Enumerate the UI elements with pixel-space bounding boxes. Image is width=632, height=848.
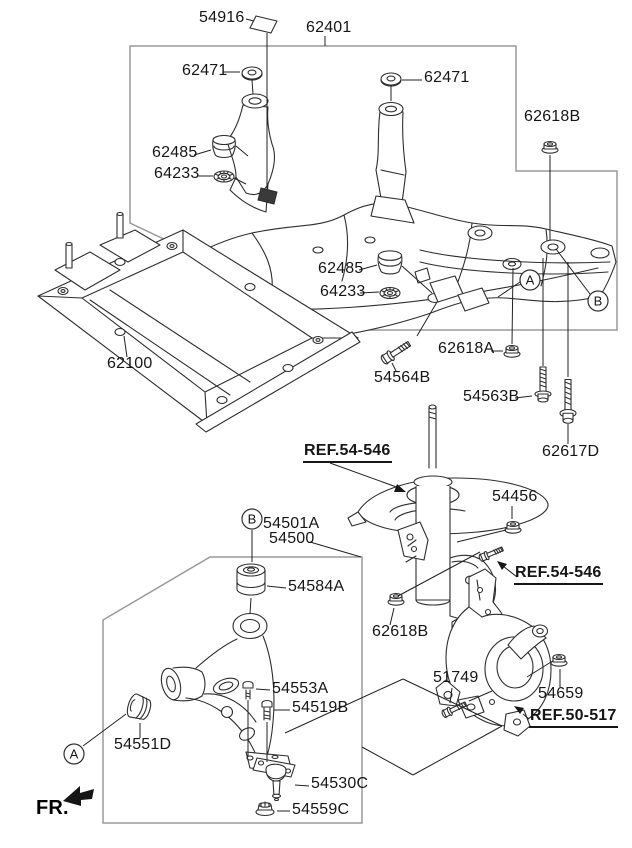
bolt-62617D: [559, 378, 577, 424]
bolt-54519B: [262, 701, 272, 721]
part-label-54659: 54659: [538, 685, 584, 702]
marker-b-top: [588, 291, 608, 311]
bolt-strut-pinch: [477, 544, 505, 563]
marker-b-top-letter: B: [594, 294, 603, 309]
nut-62618A: [503, 344, 521, 358]
part-label-62485-left: 62485: [152, 144, 198, 161]
bolt-54564B: [378, 338, 413, 367]
part-label-62485-mid: 62485: [318, 260, 364, 277]
marker-a-lower-letter: A: [70, 747, 79, 762]
part-label-54563B: 54563B: [463, 388, 520, 405]
part-label-62618A: 62618A: [438, 340, 495, 357]
part-label-54519B: 54519B: [292, 699, 349, 716]
hardware: [125, 16, 577, 723]
marker-b-lower-letter: B: [248, 512, 257, 527]
marker-b-lower: [242, 509, 262, 529]
part-label-54916: 54916: [199, 9, 245, 26]
lower-group-box: [103, 557, 362, 823]
ball-joint-drawing: [253, 756, 295, 816]
part-label-54551D: 54551D: [114, 736, 172, 753]
bushing-54551D: [125, 693, 153, 723]
nvh-pad-location: [258, 188, 277, 204]
part-label-62618B-bottom: 62618B: [372, 623, 429, 640]
washer-64233-left: [213, 170, 235, 183]
washer-62471-left: [241, 66, 263, 81]
part-label-64233-mid: 64233: [320, 283, 366, 300]
part-label-64233-left: 64233: [154, 165, 200, 182]
bushing-54584A: [237, 564, 265, 595]
strut-drawing: [348, 405, 548, 620]
part-label-51749: 51749: [433, 669, 479, 686]
ref-label-50-517: REF.50-517: [529, 707, 618, 728]
leader-lines: [83, 19, 590, 811]
washer-64233-mid: [379, 286, 401, 300]
marker-a-lower: [64, 744, 84, 764]
part-label-62471-right: 62471: [424, 69, 470, 86]
marker-a-top-letter: A: [526, 273, 535, 288]
part-label-62100: 62100: [107, 355, 153, 372]
ref-label-54-546-left: REF.54-546: [303, 442, 392, 463]
part-label-54559C: 54559C: [292, 801, 350, 818]
nut-54659: [550, 653, 568, 667]
ref-label-54-546-right: REF.54-546: [514, 564, 603, 585]
part-label-62401: 62401: [306, 19, 352, 36]
nut-62618B-top: [541, 140, 559, 154]
bolt-54553A: [243, 682, 253, 700]
castle-nut-54559C: [256, 802, 274, 816]
part-label-54530C: 54530C: [311, 775, 369, 792]
part-label-54584A: 54584A: [288, 578, 345, 595]
part-label-54500: 54500: [269, 530, 315, 547]
knuckle-drawing: [436, 569, 551, 736]
nut-54456: [504, 520, 522, 534]
marker-a-top: [520, 270, 540, 290]
part-label-62617D: 62617D: [542, 443, 600, 460]
nvh-pad-54916: [250, 16, 277, 33]
washer-62471-right: [380, 72, 402, 87]
subframe-drawing: [38, 213, 360, 433]
part-label-54564B: 54564B: [374, 369, 431, 386]
markers: A B B A: [64, 270, 608, 764]
nut-62618B-bottom: [387, 592, 405, 606]
part-label-54501A: 54501A: [263, 515, 320, 532]
bolt-54563B: [534, 366, 552, 403]
part-label-62618B-top: 62618B: [524, 108, 581, 125]
part-label-62471-left: 62471: [182, 62, 228, 79]
fr-label: FR.: [36, 797, 69, 819]
fr-direction-arrow-icon: [63, 786, 94, 806]
part-label-54456: 54456: [492, 488, 538, 505]
part-label-54553A: 54553A: [272, 680, 329, 697]
